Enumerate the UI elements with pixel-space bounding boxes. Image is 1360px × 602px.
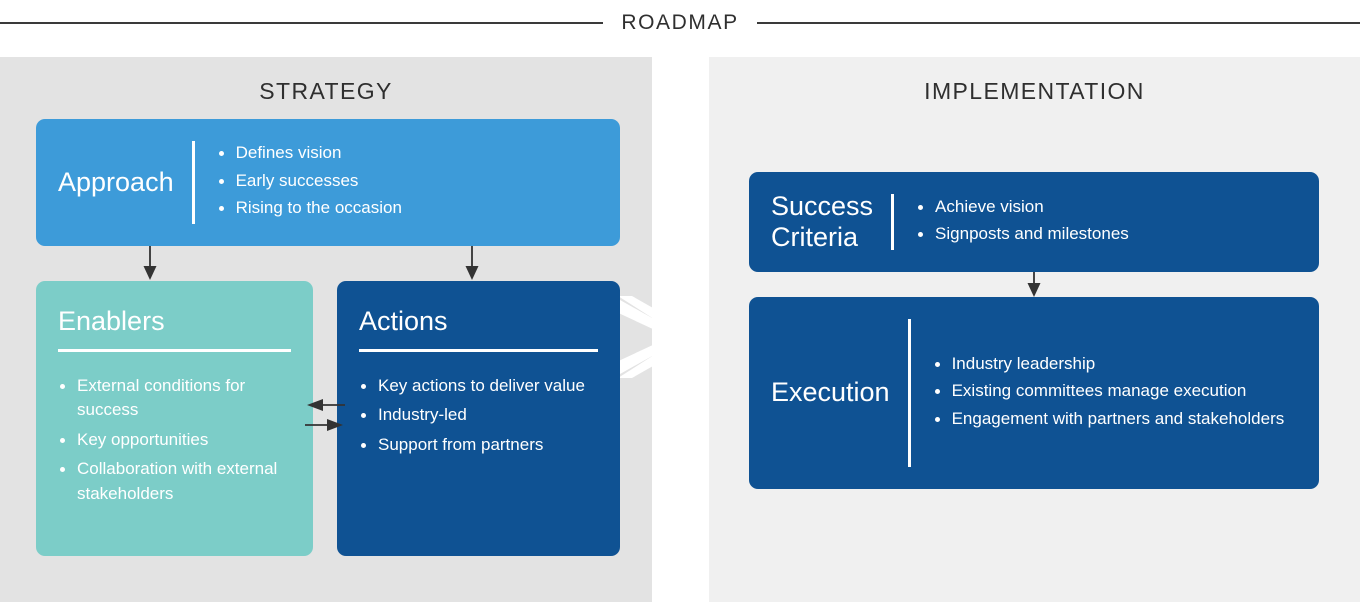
card-approach[interactable]: Approach Defines vision Early successes … — [36, 119, 620, 246]
list-item: Industry leadership — [933, 352, 1303, 376]
list-item: Collaboration with external stakeholders — [58, 457, 293, 506]
card-success-criteria[interactable]: Success Criteria Achieve vision Signpost… — [749, 172, 1319, 272]
list-item: Rising to the occasion — [217, 196, 604, 220]
card-execution-title: Execution — [771, 377, 890, 408]
panel-strategy-heading: STRATEGY — [259, 78, 393, 104]
card-approach-title: Approach — [58, 166, 174, 197]
header-rule-left — [0, 22, 604, 24]
card-approach-divider — [191, 141, 195, 224]
card-execution-divider — [907, 319, 911, 467]
list-item: Defines vision — [217, 141, 604, 165]
card-enablers-title: Enablers — [58, 306, 165, 336]
list-item: Key actions to deliver value — [359, 374, 600, 398]
list-item: Signposts and milestones — [916, 222, 1303, 246]
list-item: Support from partners — [359, 433, 600, 457]
card-success-criteria-title-line2: Criteria — [771, 222, 859, 252]
diagram-title: ROADMAP — [621, 11, 739, 34]
panel-implementation-heading: IMPLEMENTATION — [924, 78, 1145, 104]
list-item: Key opportunities — [58, 428, 293, 452]
list-item: Achieve vision — [916, 195, 1303, 219]
card-success-criteria-bullets: Achieve vision Signposts and milestones — [894, 195, 1319, 250]
card-actions-divider — [359, 348, 598, 352]
card-execution[interactable]: Execution Industry leadership Existing c… — [749, 297, 1319, 489]
card-success-criteria-title: Success Criteria — [749, 191, 891, 254]
card-approach-bullets: Defines vision Early successes Rising to… — [195, 141, 620, 223]
card-actions-bullets: Key actions to deliver value Industry-le… — [357, 374, 600, 457]
card-execution-bullets: Industry leadership Existing committees … — [911, 352, 1319, 434]
card-success-criteria-title-line1: Success — [771, 190, 874, 221]
card-actions-title: Actions — [359, 306, 448, 336]
list-item: Existing committees manage execution — [933, 379, 1303, 403]
list-item: External conditions for success — [58, 374, 293, 423]
card-enablers-bullets: External conditions for success Key oppo… — [56, 374, 293, 506]
list-item: Early successes — [217, 169, 604, 193]
diagram-header: ROADMAP — [0, 0, 1360, 46]
list-item: Industry-led — [359, 403, 600, 427]
card-enablers-divider — [58, 348, 291, 352]
card-success-criteria-divider — [891, 194, 895, 250]
header-rule-right — [756, 22, 1360, 24]
list-item: Engagement with partners and stakeholder… — [933, 407, 1303, 431]
card-enablers[interactable]: Enablers External conditions for success… — [36, 281, 313, 556]
card-actions[interactable]: Actions Key actions to deliver value Ind… — [337, 281, 620, 556]
